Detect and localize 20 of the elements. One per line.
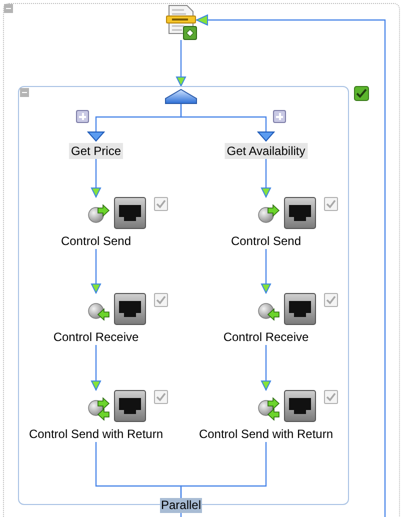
connector-arrow: [176, 40, 186, 86]
script-document-icon: [166, 5, 196, 40]
activity-label: Control Send: [60, 234, 132, 249]
connector-arrow: [261, 159, 271, 198]
activity-label: Get Availability: [224, 143, 308, 159]
activity-label: Control Receive: [223, 330, 309, 345]
activity-label: Control Send: [230, 234, 302, 249]
connector-arrow: [261, 345, 271, 390]
connector-arrow: [180, 104, 274, 142]
activity-label: Get Price: [69, 143, 123, 159]
connector-arrow: [91, 249, 101, 294]
group-label: Parallel: [160, 498, 202, 513]
activity-label: Control Receive: [53, 330, 139, 345]
connector-arrow: [180, 14, 386, 517]
connector-arrow: [91, 345, 101, 390]
activity-label: Control Send with Return: [198, 427, 334, 442]
activity-label: Control Send with Return: [28, 427, 164, 442]
connector-arrow: [261, 249, 271, 294]
fork-shape: [165, 89, 197, 104]
connector-arrow: [91, 159, 101, 198]
